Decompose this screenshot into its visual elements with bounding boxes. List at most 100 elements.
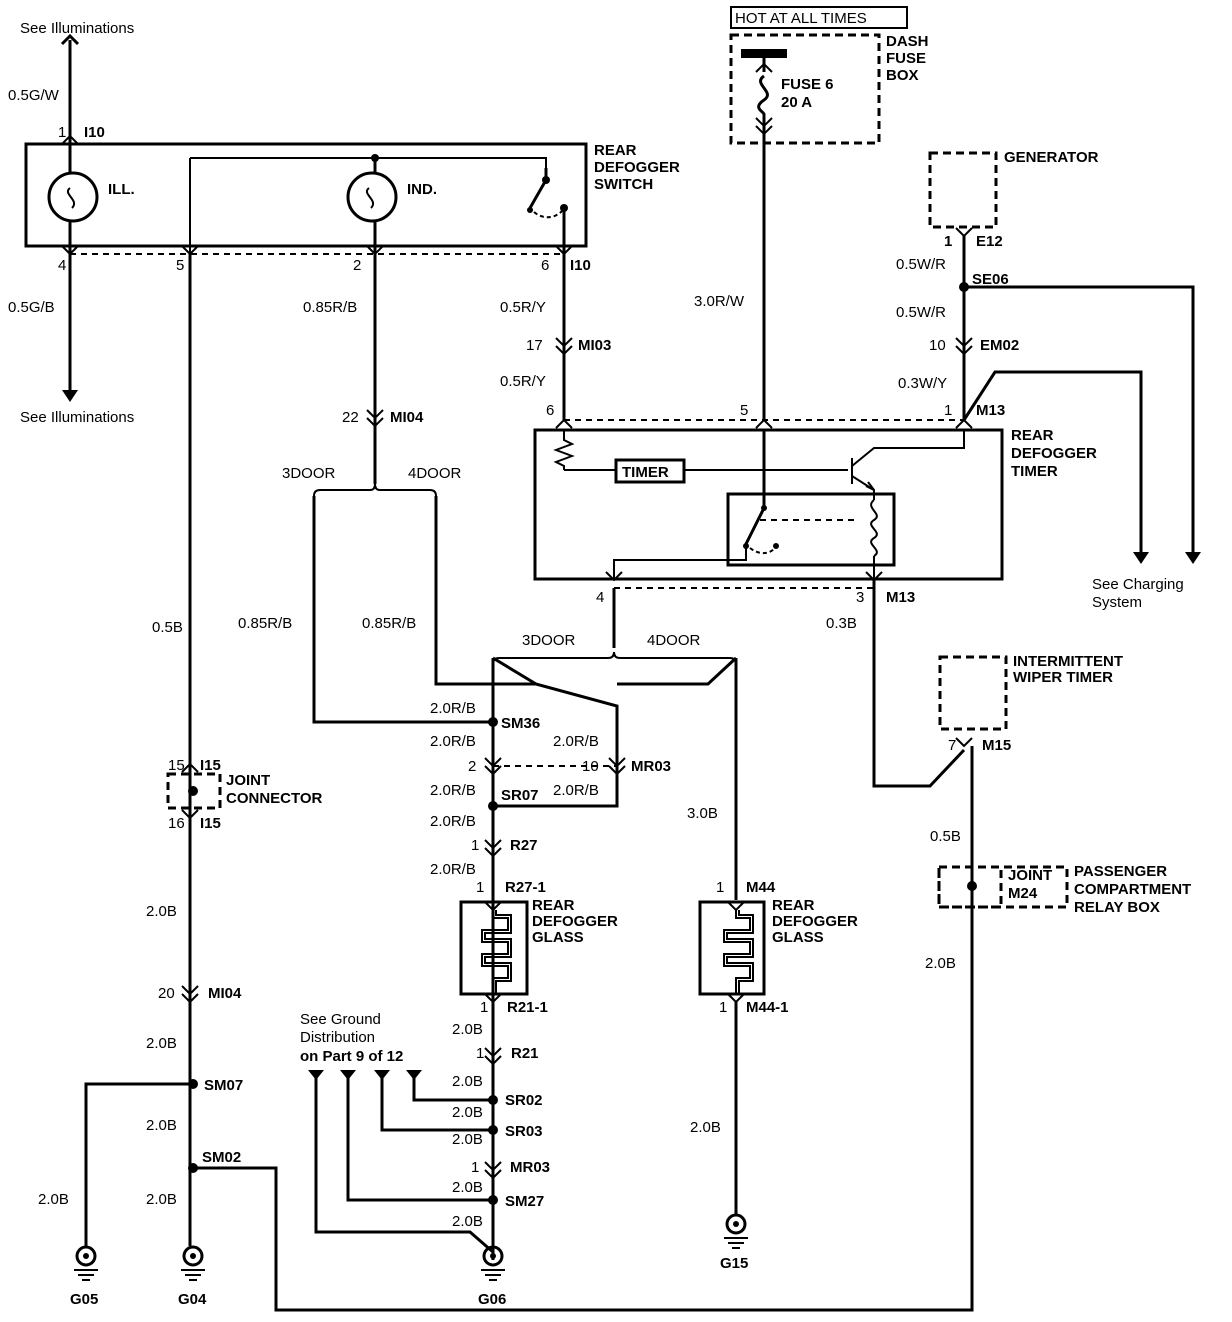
wire-label: 0.85R/B (238, 615, 292, 632)
timer-label-3: TIMER (1011, 463, 1058, 480)
glass-left-label-2: DEFOGGER (532, 913, 618, 930)
g15-label: G15 (720, 1255, 748, 1272)
r27-1-label: R27-1 (505, 879, 546, 896)
wire-label: 2.0R/B (430, 782, 476, 799)
sm07-label: SM07 (204, 1077, 243, 1094)
see-illuminations-bottom: See Illuminations (20, 409, 134, 426)
g06-label: G06 (478, 1291, 506, 1308)
mi04-top-pin: 22 (342, 409, 359, 426)
wire-label: 2.0B (38, 1191, 69, 1208)
m13-pin4: 4 (596, 589, 604, 606)
splice-sr07 (488, 801, 498, 811)
arrow-down-icon (1185, 552, 1201, 564)
variant-brace-b (492, 651, 737, 665)
mr03-bot-label: MR03 (510, 1159, 550, 1176)
connector-mark (484, 1161, 502, 1180)
splice-sr03 (488, 1125, 498, 1135)
illumination-lamp-icon (47, 171, 99, 223)
wire-label: 2.0B (452, 1131, 483, 1148)
arrow-down-icon (1133, 552, 1149, 564)
wire-label: 2.0B (925, 955, 956, 972)
wire-label: 0.5W/R (896, 256, 946, 273)
joint-connector-label-2: CONNECTOR (226, 790, 323, 807)
switch-label-2: DEFOGGER (594, 159, 680, 176)
see-illuminations-top: See Illuminations (20, 20, 134, 37)
wire-label: 2.0R/B (430, 861, 476, 878)
wire-label: 2.0B (146, 903, 177, 920)
timer-label-1: REAR (1011, 427, 1054, 444)
fuse-icon (757, 74, 769, 115)
sr07-label: SR07 (501, 787, 539, 804)
r21-label: R21 (511, 1045, 539, 1062)
variant-3door-a: 3DOOR (282, 465, 336, 482)
ground-g04-icon (182, 1245, 204, 1267)
sm02-label: SM02 (202, 1149, 241, 1166)
ill-label: ILL. (108, 181, 135, 198)
wire-3door-path (312, 496, 493, 724)
wire-label: 3.0B (687, 805, 718, 822)
mr03-bot-pin: 1 (471, 1159, 479, 1176)
i10-bot-label: I10 (570, 257, 591, 274)
wire-label: 2.0B (146, 1191, 177, 1208)
connector-mark (484, 839, 502, 858)
r27-pin: 1 (471, 837, 479, 854)
r27-label: R27 (510, 837, 538, 854)
connector-mark (61, 134, 79, 145)
wire-0-3b (872, 580, 966, 788)
m44-1-pin: 1 (719, 999, 727, 1016)
hot-at-all-times-label: HOT AT ALL TIMES (735, 10, 867, 27)
splice-sm02 (188, 1163, 198, 1173)
variant-4door-a: 4DOOR (408, 465, 462, 482)
wire-label: 2.0B (452, 1073, 483, 1090)
m13-pin1: 1 (944, 402, 952, 419)
pin4: 4 (58, 257, 66, 274)
wire-label: 0.85R/B (303, 299, 357, 316)
dash-fuse-box-label-3: BOX (886, 67, 919, 84)
connector-mark (484, 1047, 502, 1066)
transistor-icon (851, 430, 965, 500)
sm27-label: SM27 (505, 1193, 544, 1210)
dash-fuse-box (729, 33, 881, 145)
r27-1-pin: 1 (476, 879, 484, 896)
wire-label: 2.0B (146, 1117, 177, 1134)
m44-label: M44 (746, 879, 776, 896)
m15-pin: 7 (948, 737, 956, 754)
rear-defogger-switch-box (24, 142, 588, 248)
wire-to-charging-2 (962, 370, 1143, 558)
glass-left-label-1: REAR (532, 897, 575, 914)
g04-label: G04 (178, 1291, 207, 1308)
relay-contact-icon (744, 430, 766, 545)
mi04-bot-pin: 20 (158, 985, 175, 1002)
wiper-timer-label-2: WIPER TIMER (1013, 669, 1113, 686)
wire-label: 0.5G/B (8, 299, 55, 316)
relay-box (726, 492, 896, 567)
wire-label: 0.5R/Y (500, 373, 546, 390)
sr-pin2: 2 (468, 758, 476, 775)
variant-3door-b: 3DOOR (522, 632, 576, 649)
m13-pin3: 3 (856, 589, 864, 606)
se06-label: SE06 (972, 271, 1009, 288)
g05-label: G05 (70, 1291, 98, 1308)
variant-brace (313, 483, 437, 497)
connector-mark (366, 409, 384, 428)
fuse-label-2: 20 A (781, 94, 812, 111)
arrow-up-icon (60, 33, 80, 46)
m13-bot-label: M13 (886, 589, 915, 606)
mi04-top-label: MI04 (390, 409, 424, 426)
splice-sm27 (488, 1195, 498, 1205)
r21-1-label: R21-1 (507, 999, 548, 1016)
connector-mark (955, 337, 973, 356)
dash-fuse-box-label-2: FUSE (886, 50, 926, 67)
i15-bot-label: I15 (200, 815, 221, 832)
sm36-label: SM36 (501, 715, 540, 732)
m13-top-label: M13 (976, 402, 1005, 419)
wire-label: 2.0R/B (553, 782, 599, 799)
mi04-bot-label: MI04 (208, 985, 242, 1002)
rear-defogger-glass-right (698, 900, 766, 996)
i15-bot-pin: 16 (168, 815, 185, 832)
see-charging-1: See Charging (1092, 576, 1184, 593)
em02-pin: 10 (929, 337, 946, 354)
connector-mark (181, 809, 199, 820)
i15-top-pin: 15 (168, 757, 185, 774)
m44-1-label: M44-1 (746, 999, 789, 1016)
